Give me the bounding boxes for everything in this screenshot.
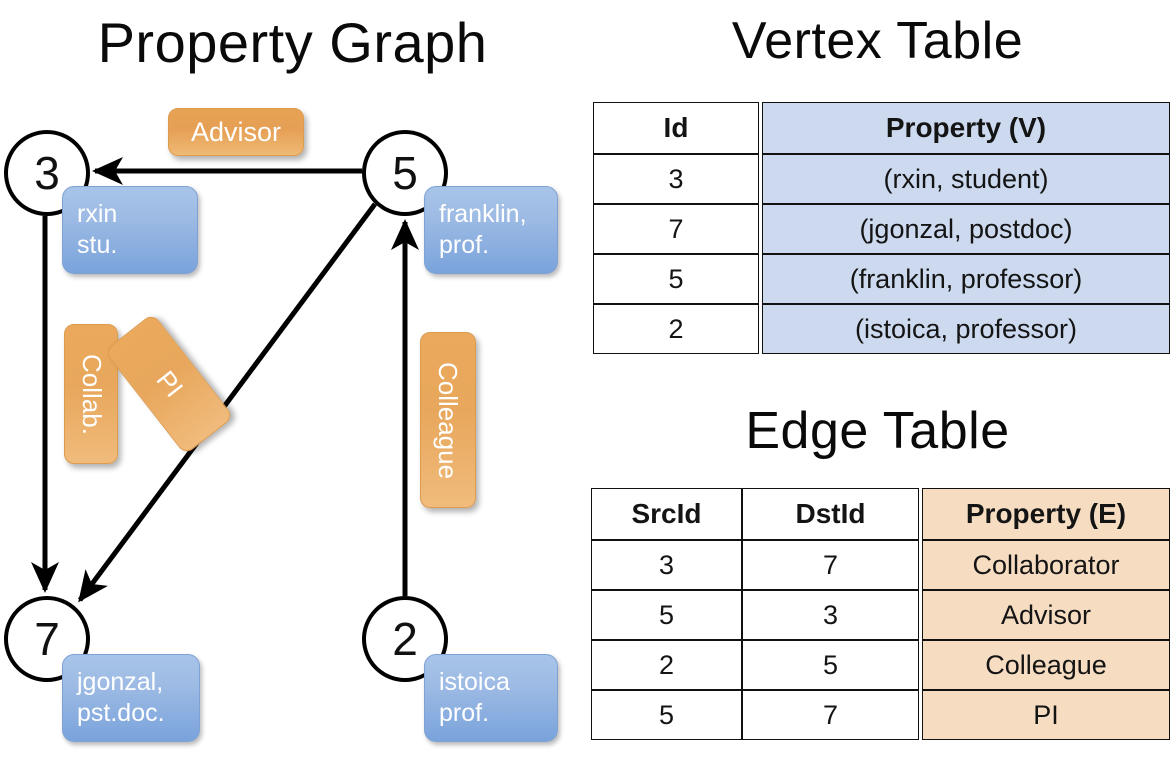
vertex-property-box-7: jgonzal, pst.doc. [62,654,200,742]
graph-edge-5-to-7 [77,202,378,603]
edge-table-header-dstid: DstId [742,488,919,540]
graph-vertex-2[interactable]: 2 [362,596,448,682]
graph-edge-lines [31,157,419,603]
vertex-property-line-2: prof. [439,231,490,259]
edge-table-header-srcid: SrcId [591,488,742,540]
table-row: 5 3 Advisor [591,590,1170,640]
edge-label-pi-text: PI [150,364,189,403]
table-row: 5 7 PI [591,690,1170,740]
vertex-property-line-2: pst.doc. [77,699,165,727]
vertex-property-line-1: rxin [77,200,118,228]
edge-table: SrcId DstId Property (E) 3 7 Collaborato… [591,488,1170,740]
vertex-property-line-2: prof. [439,699,490,727]
edge-label-colleague-text: Colleague [433,361,464,479]
vertex-table-header-row: Id Property (V) [593,102,1170,154]
page-title-edge-table: Edge Table [745,402,1010,460]
edge-cell-dstid: 7 [742,540,919,590]
table-row: 5 (franklin, professor) [593,254,1170,304]
table-row: 2 5 Colleague [591,640,1170,690]
vertex-property-line-1: franklin, [439,200,527,228]
vertex-property-box-5: franklin, prof. [424,186,558,274]
vertex-table: Id Property (V) 3 (rxin, student) 7 (jgo… [593,102,1170,354]
vertex-cell-id: 3 [593,154,759,204]
vertex-cell-property: (istoica, professor) [762,304,1170,354]
edge-label-colleague: Colleague [420,332,476,508]
page-title-vertex-table: Vertex Table [731,12,1024,70]
graph-vertex-5[interactable]: 5 [362,130,448,216]
edge-label-advisor-text: Advisor [190,116,282,147]
edge-cell-srcid: 3 [591,540,742,590]
vertex-cell-id: 7 [593,204,759,254]
edge-cell-dstid: 7 [742,690,919,740]
edge-cell-property: Advisor [922,590,1170,640]
table-row: 7 (jgonzal, postdoc) [593,204,1170,254]
property-graph-diagram: 3 5 7 2 rxin stu. franklin, prof. jgonza… [4,108,558,742]
vertex-cell-id: 2 [593,304,759,354]
vertex-property-line-1: jgonzal, [77,668,164,696]
edge-cell-property: PI [922,690,1170,740]
edge-cell-srcid: 2 [591,640,742,690]
edge-table-header-property: Property (E) [922,488,1170,540]
vertex-cell-property: (rxin, student) [762,154,1170,204]
vertex-cell-property: (franklin, professor) [762,254,1170,304]
edge-cell-dstid: 3 [742,590,919,640]
edge-cell-property: Colleague [922,640,1170,690]
edge-table-header-row: SrcId DstId Property (E) [591,488,1170,540]
edge-cell-property: Collaborator [922,540,1170,590]
vertex-table-header-property: Property (V) [762,102,1170,154]
vertex-cell-id: 5 [593,254,759,304]
edge-cell-dstid: 5 [742,640,919,690]
table-row: 2 (istoica, professor) [593,304,1170,354]
vertex-cell-property: (jgonzal, postdoc) [762,204,1170,254]
vertex-property-box-2: istoica prof. [424,654,558,742]
table-row: 3 (rxin, student) [593,154,1170,204]
table-row: 3 7 Collaborator [591,540,1170,590]
vertex-property-line-2: stu. [77,231,118,259]
vertex-property-box-3: rxin stu. [62,186,198,274]
edge-cell-srcid: 5 [591,690,742,740]
edge-label-collab-text: Collab. [76,353,107,435]
vertex-table-header-id: Id [593,102,759,154]
edge-label-advisor: Advisor [168,108,304,156]
edge-cell-srcid: 5 [591,590,742,640]
vertex-property-line-1: istoica [439,668,510,696]
page-title-property-graph: Property Graph [97,11,488,74]
